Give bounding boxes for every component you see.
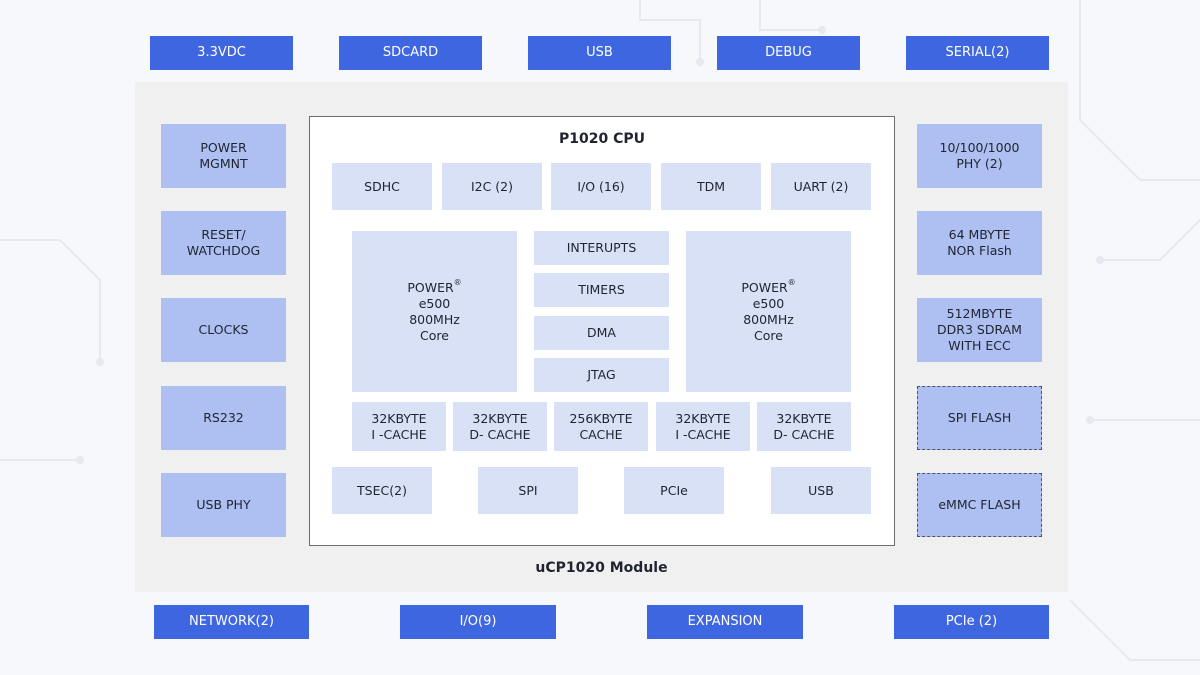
cache-l1-dcache-right: 32KBYTE D- CACHE — [757, 402, 851, 451]
cpu-i2c: I2C (2) — [442, 163, 542, 210]
block-ethernet-phy: 10/100/1000 PHY (2) — [917, 124, 1042, 188]
cache-l1-dcache-left: 32KBYTE D- CACHE — [453, 402, 547, 451]
cpu-sdhc: SDHC — [332, 163, 432, 210]
core-left-details: e500 800MHz Core — [409, 295, 460, 343]
cpu-title: P1020 CPU — [558, 131, 645, 147]
cpu-spi: SPI — [478, 467, 578, 514]
core-right-details: e500 800MHz Core — [743, 295, 794, 343]
cpu-io: I/O (16) — [551, 163, 651, 210]
interface-io: I/O(9) — [400, 605, 556, 639]
core-left-name: POWER® — [407, 278, 462, 295]
block-reset-watchdog: RESET/ WATCHDOG — [161, 211, 286, 275]
cache-l1-icache-right: 32KBYTE I -CACHE — [656, 402, 750, 451]
block-power-mgmnt: POWER MGMNT — [161, 124, 286, 188]
cpu-core-left: POWER® e500 800MHz Core — [352, 231, 517, 392]
interface-usb: USB — [528, 36, 671, 70]
cpu-interrupts: INTERUPTS — [534, 231, 669, 265]
block-emmc-flash: eMMC FLASH — [917, 473, 1042, 537]
cpu-timers: TIMERS — [534, 273, 669, 307]
cpu-core-right: POWER® e500 800MHz Core — [686, 231, 851, 392]
cpu-usb: USB — [771, 467, 871, 514]
block-spi-flash: SPI FLASH — [917, 386, 1042, 450]
interface-serial: SERIAL(2) — [906, 36, 1049, 70]
interface-expansion: EXPANSION — [647, 605, 803, 639]
interface-pcie: PCIe (2) — [894, 605, 1049, 639]
cpu-uart: UART (2) — [771, 163, 871, 210]
block-clocks: CLOCKS — [161, 298, 286, 362]
core-right-name: POWER® — [741, 278, 796, 295]
block-ddr3-sdram: 512MBYTE DDR3 SDRAM WITH ECC — [917, 298, 1042, 362]
cpu-pcie: PCIe — [624, 467, 724, 514]
interface-sdcard: SDCARD — [339, 36, 482, 70]
block-rs232: RS232 — [161, 386, 286, 450]
module-title: uCP1020 Module — [535, 560, 668, 576]
block-usb-phy: USB PHY — [161, 473, 286, 537]
interface-debug: DEBUG — [717, 36, 860, 70]
cache-l2-shared: 256KBYTE CACHE — [554, 402, 648, 451]
interface-network: NETWORK(2) — [154, 605, 309, 639]
cpu-jtag: JTAG — [534, 358, 669, 392]
interface-3v3dc: 3.3VDC — [150, 36, 293, 70]
cpu-tdm: TDM — [661, 163, 761, 210]
cpu-dma: DMA — [534, 316, 669, 350]
cache-l1-icache-left: 32KBYTE I -CACHE — [352, 402, 446, 451]
block-nor-flash: 64 MBYTE NOR Flash — [917, 211, 1042, 275]
cpu-tsec: TSEC(2) — [332, 467, 432, 514]
